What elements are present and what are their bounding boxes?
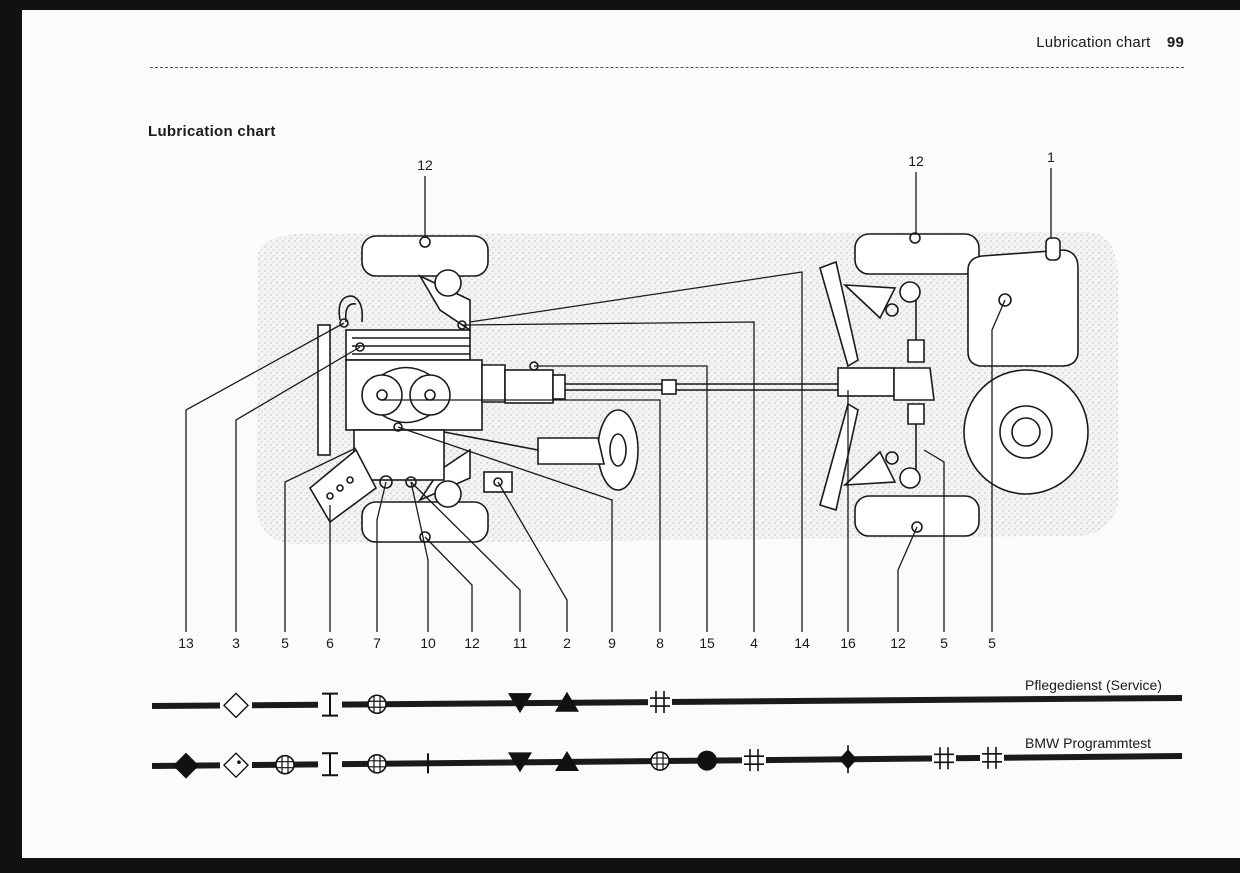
running-head: Lubrication chart 99 xyxy=(1036,34,1184,51)
symbol-programmtest-triangle-down xyxy=(508,752,532,773)
callout-top-rear-wheel: 12 xyxy=(908,153,924,169)
symbol-programmtest-hash xyxy=(980,746,1004,769)
symbol-service-grid-circle xyxy=(367,694,387,715)
row-label-service: Pflegedienst (Service) xyxy=(1025,677,1162,693)
symbol-programmtest-diamond-filled xyxy=(173,752,199,779)
callout-number-6: 6 xyxy=(326,635,334,651)
symbol-service-triangle-up xyxy=(555,691,579,712)
callout-number-5: 5 xyxy=(940,635,948,651)
callout-number-7: 7 xyxy=(373,635,381,651)
callout-number-13: 13 xyxy=(178,635,194,651)
callout-number-14: 14 xyxy=(794,635,810,651)
callout-numbers: 13 3 5 6 7 10 12 11 2 9 8 15 4 14 16 12 5 5 xyxy=(178,635,996,651)
chassis-drawing xyxy=(308,232,1089,543)
callout-number-9: 9 xyxy=(608,635,616,651)
callout-number-15: 15 xyxy=(699,635,715,651)
callout-number-8: 8 xyxy=(656,635,664,651)
symbol-service-i-beam xyxy=(318,692,342,717)
symbol-service-triangle-down xyxy=(508,693,532,714)
symbol-programmtest-grid-circle xyxy=(275,754,295,775)
symbol-programmtest-grid-circle xyxy=(367,754,387,774)
section-title: Lubrication chart xyxy=(148,123,276,140)
callout-number-12: 12 xyxy=(890,635,906,651)
symbol-programmtest-grid-circle xyxy=(650,751,670,771)
callout-number-11: 11 xyxy=(513,635,528,651)
symbol-programmtest-i-beam xyxy=(318,752,342,777)
symbol-programmtest-triangle-up xyxy=(555,750,579,771)
callout-number-5: 5 xyxy=(281,635,289,651)
running-head-title: Lubrication chart xyxy=(1036,34,1151,51)
symbol-programmtest-diamond-dot xyxy=(220,752,252,779)
callout-number-2: 2 xyxy=(563,635,571,651)
callout-number-16: 16 xyxy=(840,635,856,651)
header-rule xyxy=(150,67,1184,68)
lubrication-symbols xyxy=(173,691,1004,779)
leader-lines xyxy=(185,168,1052,632)
symbol-programmtest-hash xyxy=(742,749,766,772)
callout-number-10: 10 xyxy=(420,635,436,651)
callout-number-3: 3 xyxy=(232,635,240,651)
symbol-programmtest-circle-filled xyxy=(697,750,717,771)
chassis-shadow xyxy=(256,232,1118,544)
callout-top-front-wheel: 12 xyxy=(417,157,433,173)
callout-top-fuel-cap: 1 xyxy=(1047,149,1055,165)
page-number: 99 xyxy=(1166,34,1184,51)
row-label-programmtest: BMW Programmtest xyxy=(1025,735,1151,751)
callout-number-12: 12 xyxy=(464,635,480,651)
callout-number-4: 4 xyxy=(750,635,758,651)
symbol-programmtest-diamond-cross xyxy=(839,745,857,774)
symbol-programmtest-hash xyxy=(932,747,956,770)
symbol-service-hash xyxy=(648,691,672,714)
callout-number-5: 5 xyxy=(988,635,996,651)
symbol-service-diamond-open xyxy=(220,692,252,719)
